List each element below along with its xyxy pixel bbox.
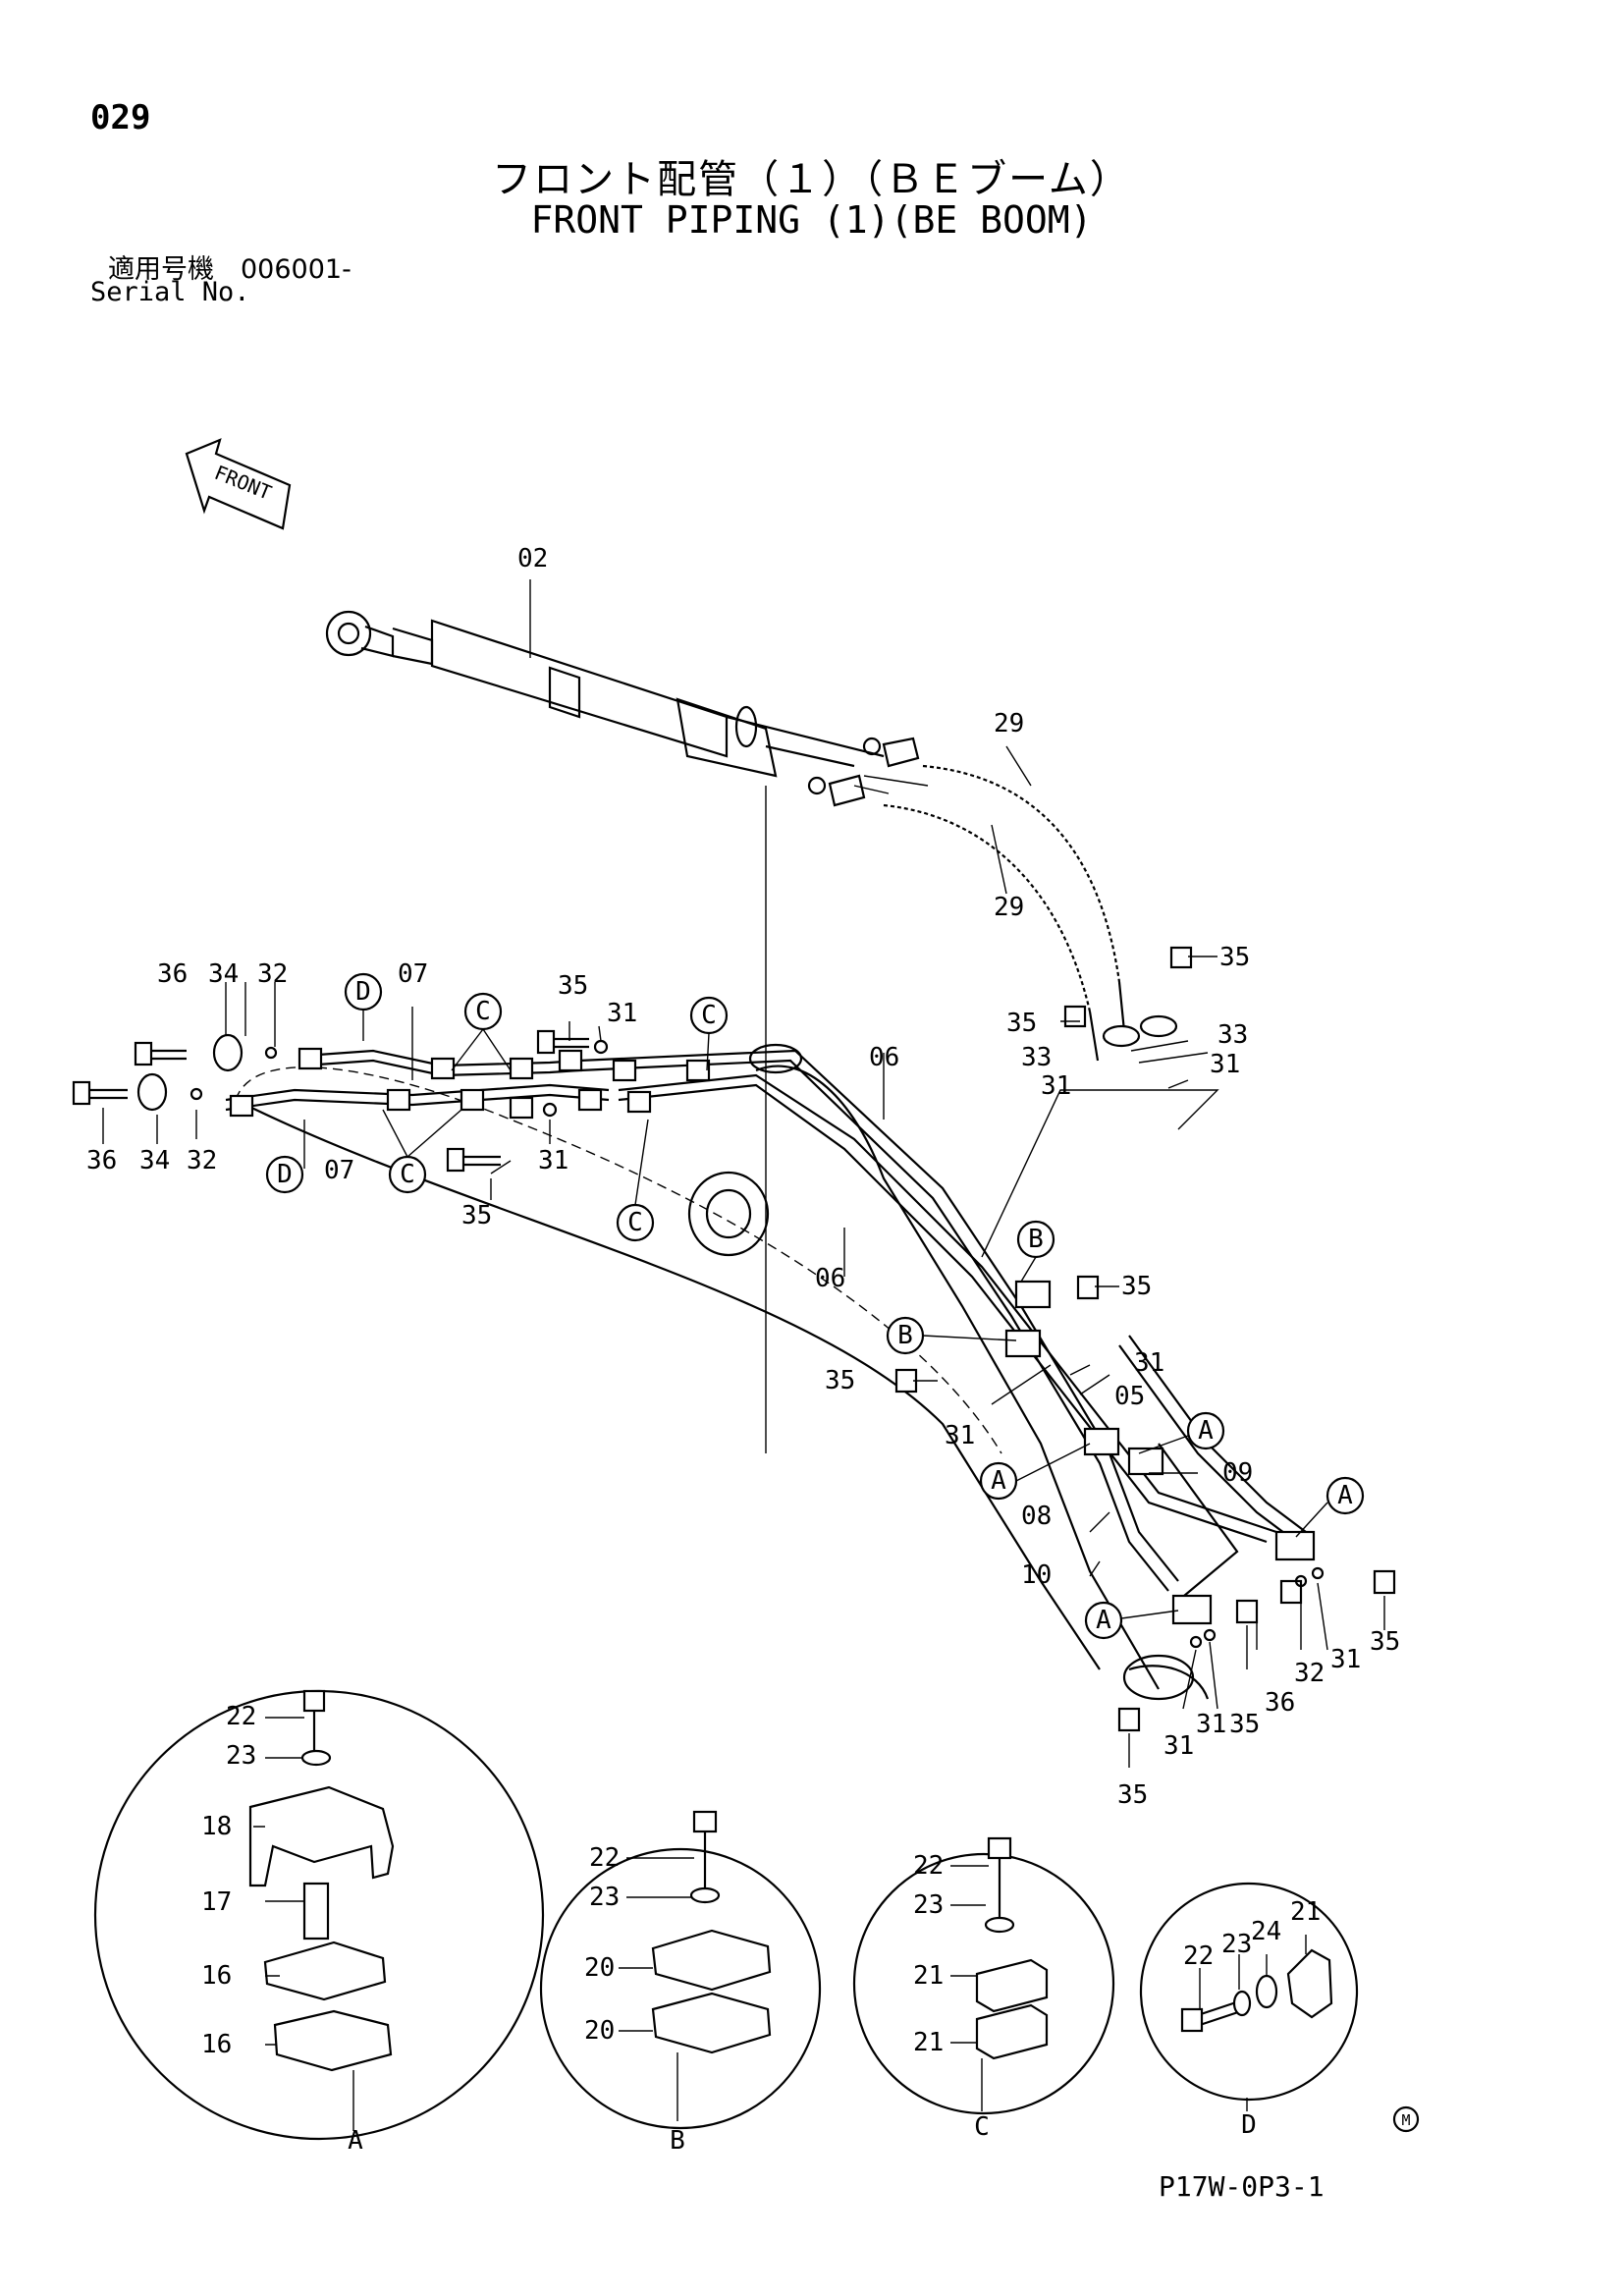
boom-outline — [235, 1043, 1210, 1701]
label-06-lower: 06 — [815, 1264, 845, 1293]
serial-label-japanese: 適用号機 006001- — [108, 254, 352, 285]
label-36-upper: 36 — [157, 959, 188, 989]
detail-c: 22 23 21 21 C — [852, 1836, 1115, 2142]
part-labels: 02 29 29 35 35 33 33 31 31 36 34 32 07 3… — [86, 544, 1400, 1810]
callout-d-lower: D — [277, 1160, 293, 1189]
label-33-right: 33 — [1217, 1020, 1248, 1050]
callout-a-3: A — [1337, 1481, 1353, 1510]
label-35-bottom-right: 35 — [1229, 1710, 1260, 1739]
label-29-lower: 29 — [994, 893, 1024, 922]
detail-d: 22 23 24 21 D — [1139, 1882, 1359, 2140]
callout-bubbles: D D C C C C B B A A A A — [265, 972, 1365, 1640]
detail-a-label-16-upper: 16 — [201, 1961, 232, 1991]
label-09: 09 — [1222, 1458, 1253, 1488]
label-31-left: 31 — [1041, 1071, 1071, 1101]
label-35-upper-center: 35 — [558, 971, 588, 1001]
callout-b-1: B — [1028, 1225, 1044, 1254]
detail-b: 22 23 20 20 B — [539, 1810, 822, 2156]
leader-lines — [102, 579, 1385, 1768]
page-title-english: FRONT PIPING (1)(BE BOOM) — [530, 198, 1093, 242]
callout-c-2: C — [400, 1160, 415, 1189]
drawing-code: P17W-0P3-1 — [1159, 2170, 1325, 2203]
label-02: 02 — [517, 544, 548, 574]
label-35-top-right: 35 — [1219, 943, 1250, 972]
label-35-lower-left: 35 — [461, 1201, 492, 1230]
label-35-center: 35 — [825, 1366, 855, 1395]
label-31-bottom: 31 — [1196, 1710, 1226, 1739]
boom-pipes — [578, 786, 1307, 1602]
footer-mark-letter: M — [1401, 2111, 1410, 2129]
detail-d-label-23: 23 — [1221, 1930, 1252, 1959]
callout-c-3: C — [701, 1001, 717, 1030]
label-32-upper: 32 — [257, 959, 288, 989]
callout-a-4: A — [1096, 1606, 1111, 1635]
detail-c-label-23: 23 — [913, 1890, 944, 1920]
detail-a-label-18: 18 — [201, 1812, 232, 1841]
callout-c-1: C — [475, 997, 491, 1026]
page-number: 029 — [90, 98, 151, 137]
detail-d-label-21: 21 — [1290, 1897, 1321, 1927]
label-34-lower: 34 — [139, 1146, 170, 1175]
label-31-center: 31 — [945, 1421, 975, 1450]
label-06-upper: 06 — [869, 1043, 899, 1072]
detail-c-letter: C — [974, 2112, 990, 2142]
label-35-right-mid: 35 — [1121, 1272, 1152, 1301]
label-31-far-right: 31 — [1330, 1645, 1361, 1674]
label-32-right: 32 — [1294, 1659, 1325, 1688]
boom-cylinder — [325, 610, 885, 778]
label-31-lower-center: 31 — [538, 1146, 568, 1175]
label-34-upper: 34 — [208, 959, 239, 989]
detail-b-label-20-lower: 20 — [584, 2016, 615, 2046]
detail-c-label-21-lower: 21 — [913, 2028, 944, 2057]
detail-b-label-20-upper: 20 — [584, 1953, 615, 1983]
label-08: 08 — [1021, 1502, 1052, 1531]
label-10: 10 — [1021, 1560, 1052, 1590]
detail-b-label-23: 23 — [589, 1883, 620, 1912]
label-32-lower: 32 — [187, 1146, 217, 1175]
left-pipes — [225, 1047, 711, 1120]
front-direction-arrow: FRONT — [185, 438, 292, 530]
detail-a-label-23: 23 — [226, 1741, 256, 1771]
label-33-left: 33 — [1021, 1043, 1052, 1072]
callout-d-upper: D — [355, 977, 371, 1007]
callout-a-1: A — [1198, 1416, 1214, 1446]
detail-a-label-17: 17 — [201, 1887, 232, 1917]
label-31-right-mid: 31 — [1134, 1348, 1164, 1378]
hydraulic-hoses — [807, 737, 1126, 1062]
label-31-bottom-left: 31 — [1163, 1731, 1194, 1761]
detail-c-label-21-upper: 21 — [913, 1961, 944, 1991]
detail-c-label-22: 22 — [913, 1851, 944, 1881]
label-36-right: 36 — [1265, 1688, 1295, 1718]
front-arrow-label: FRONT — [211, 461, 275, 505]
detail-a-label-16-lower: 16 — [201, 2030, 232, 2059]
label-35-bottom: 35 — [1117, 1780, 1148, 1810]
detail-d-letter: D — [1241, 2110, 1257, 2140]
fittings — [72, 946, 1396, 1732]
callout-b-2: B — [897, 1321, 913, 1350]
detail-b-letter: B — [670, 2126, 685, 2156]
callout-c-4: C — [627, 1208, 643, 1237]
serial-label-english: Serial No. — [90, 277, 250, 307]
callout-a-2: A — [991, 1466, 1006, 1496]
label-36-lower: 36 — [86, 1146, 117, 1175]
label-35-mid: 35 — [1006, 1009, 1037, 1038]
detail-a: 22 23 18 17 16 16 A — [93, 1689, 545, 2156]
detail-a-letter: A — [348, 2126, 363, 2156]
label-31-upper-center: 31 — [607, 999, 637, 1028]
label-35-far-right: 35 — [1370, 1627, 1400, 1657]
detail-d-label-24: 24 — [1251, 1917, 1281, 1946]
label-29-upper: 29 — [994, 709, 1024, 738]
footer-mark: M — [1392, 2105, 1420, 2133]
label-31-right: 31 — [1210, 1050, 1240, 1079]
page-title-japanese: フロント配管（１）（ＢＥブーム） — [492, 157, 1131, 202]
detail-b-label-22: 22 — [589, 1843, 620, 1873]
label-07-lower: 07 — [324, 1156, 354, 1185]
detail-d-label-22: 22 — [1183, 1941, 1214, 1971]
detail-a-label-22: 22 — [226, 1702, 256, 1731]
label-07-upper: 07 — [398, 959, 428, 989]
label-05: 05 — [1114, 1382, 1145, 1411]
